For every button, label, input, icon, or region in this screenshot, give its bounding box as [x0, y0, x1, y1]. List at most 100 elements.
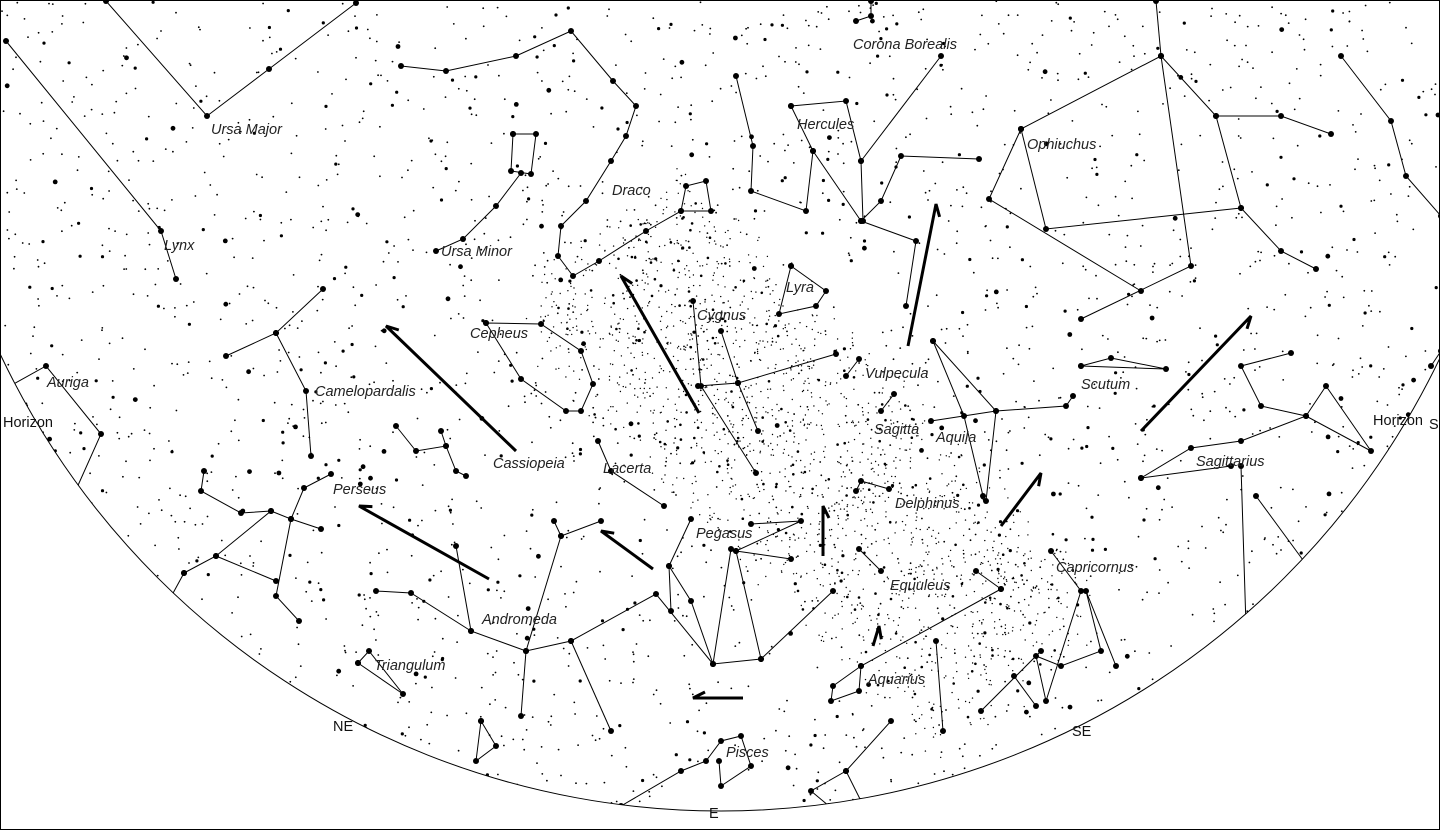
star [602, 424, 605, 427]
star [870, 18, 875, 24]
star [652, 773, 655, 776]
star [1408, 185, 1411, 188]
meteor-trail-arrow [692, 690, 743, 700]
star [1193, 51, 1196, 54]
star [1158, 592, 1160, 594]
star [656, 260, 658, 262]
star [834, 582, 836, 584]
star [923, 573, 925, 576]
star [1222, 531, 1225, 534]
star [396, 797, 398, 800]
star [947, 555, 950, 557]
star [727, 300, 729, 302]
star [137, 43, 139, 46]
star [766, 530, 769, 532]
star [1265, 183, 1269, 187]
star [1059, 550, 1062, 553]
star [856, 617, 858, 620]
star [911, 713, 913, 716]
star [541, 199, 544, 202]
star [735, 331, 738, 333]
star [1354, 500, 1356, 503]
star [1007, 547, 1009, 550]
star [934, 505, 937, 507]
star [729, 420, 731, 422]
star [249, 555, 251, 557]
star [718, 372, 720, 375]
star [322, 598, 326, 602]
star [843, 369, 846, 373]
star [831, 558, 833, 560]
star [907, 573, 910, 575]
star [48, 2, 50, 5]
star [768, 309, 770, 312]
star [470, 162, 473, 165]
star [1062, 625, 1065, 628]
star [850, 472, 853, 474]
star [52, 605, 54, 608]
star [811, 367, 813, 369]
star [902, 636, 904, 638]
star [953, 498, 955, 501]
star [447, 505, 450, 508]
star [315, 796, 317, 799]
star [267, 25, 271, 30]
star [1286, 611, 1288, 613]
star [995, 1, 998, 3]
star [734, 484, 737, 486]
star [904, 501, 906, 503]
star [1050, 588, 1052, 591]
star [597, 378, 600, 380]
star [284, 778, 287, 781]
star [132, 199, 135, 202]
star [985, 225, 987, 227]
star [630, 352, 632, 354]
star [52, 649, 55, 652]
star [784, 531, 788, 535]
star [36, 795, 39, 797]
star [707, 348, 710, 351]
star [790, 810, 792, 811]
star [705, 315, 707, 317]
star [788, 557, 791, 559]
star [649, 387, 651, 390]
star [649, 223, 652, 226]
star [840, 646, 843, 649]
star [574, 306, 576, 308]
star [175, 11, 177, 14]
star [691, 334, 693, 336]
star [170, 125, 176, 131]
constellation-line [1140, 352, 1372, 479]
star [849, 348, 852, 350]
star [641, 354, 644, 356]
star [807, 24, 810, 27]
star [784, 421, 787, 424]
star [865, 692, 868, 694]
star [1124, 180, 1127, 183]
star [648, 302, 650, 304]
star [1141, 25, 1144, 28]
star [301, 485, 304, 488]
star [920, 18, 923, 21]
constellation-line [1080, 357, 1167, 370]
star [632, 790, 635, 792]
star [276, 470, 282, 476]
star [260, 540, 262, 543]
label-pisces: Pisces [726, 745, 769, 761]
star [665, 387, 667, 389]
star [937, 612, 940, 614]
star [1114, 14, 1117, 16]
star [602, 338, 604, 340]
star [1081, 348, 1083, 351]
star [1006, 580, 1008, 582]
star [199, 28, 201, 31]
star [308, 711, 311, 713]
star [710, 549, 712, 552]
star [829, 535, 832, 537]
star [782, 305, 784, 307]
star [1113, 794, 1116, 797]
star [1099, 462, 1102, 465]
star [223, 301, 229, 307]
star [764, 346, 766, 348]
star [643, 518, 646, 521]
